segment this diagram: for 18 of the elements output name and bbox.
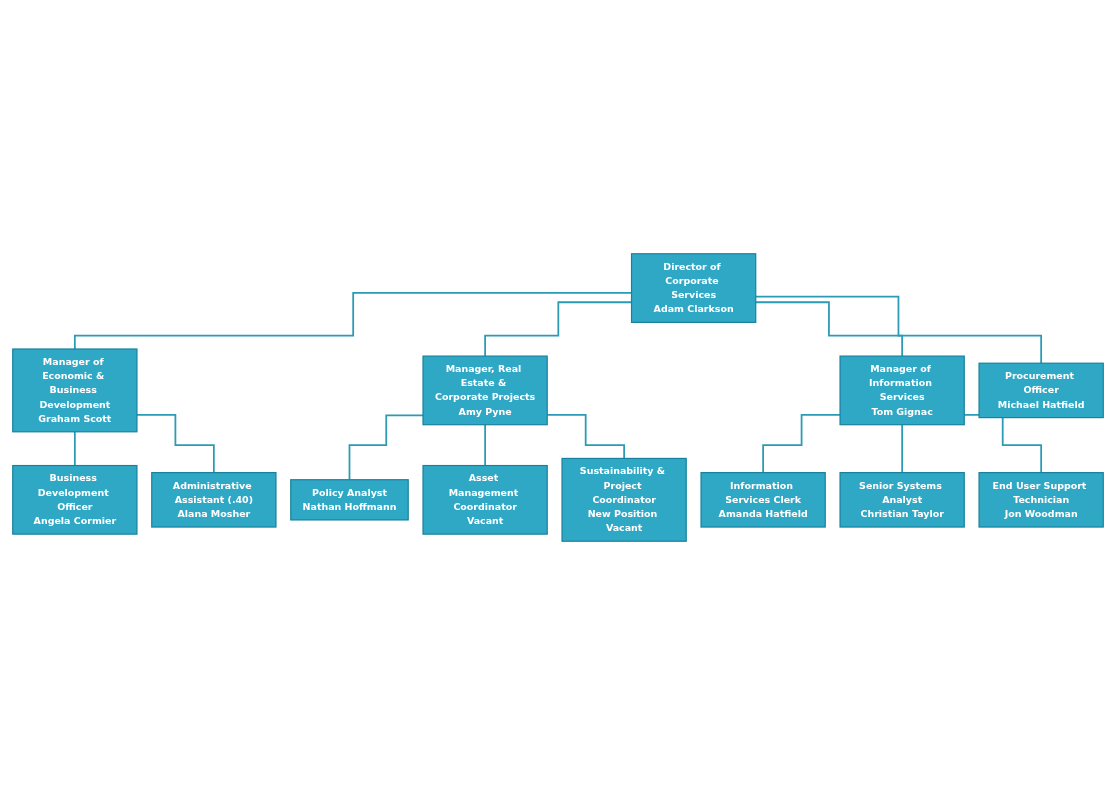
node-box: Manager, Real Estate & Corporate Projects Amy Pyne	[421, 355, 548, 426]
connector	[483, 423, 486, 467]
node-box: Procurement Officer Michael Hatfield	[977, 362, 1104, 419]
node-box: Administrative Assistant (.40) Alana Mosher	[150, 472, 277, 528]
connector	[73, 291, 632, 350]
node-box: Information Services Clerk Amanda Hatfield	[699, 472, 826, 528]
connector	[483, 301, 632, 357]
connector	[73, 430, 76, 467]
node-box: Manager of Information Services Tom Gignac	[838, 355, 965, 426]
node-box: End User Support Technician Jon Woodman	[977, 472, 1104, 528]
node-box: Director of Corporate Services Adam Clarkson	[630, 253, 756, 323]
node-box: Sustainability & Project Coordinator New Position Vacant	[560, 457, 687, 542]
connector	[900, 423, 903, 474]
node-box: Business Development Officer Angela Cormier	[11, 464, 138, 535]
node-box: Asset Management Coordinator Vacant	[421, 464, 548, 535]
node-box: Policy Analyst Nathan Hoffmann	[289, 479, 409, 521]
node-box: Manager of Economic & Business Development Graham Scott	[11, 348, 138, 433]
node-box: Senior Systems Analyst Christian Taylor	[838, 472, 965, 528]
